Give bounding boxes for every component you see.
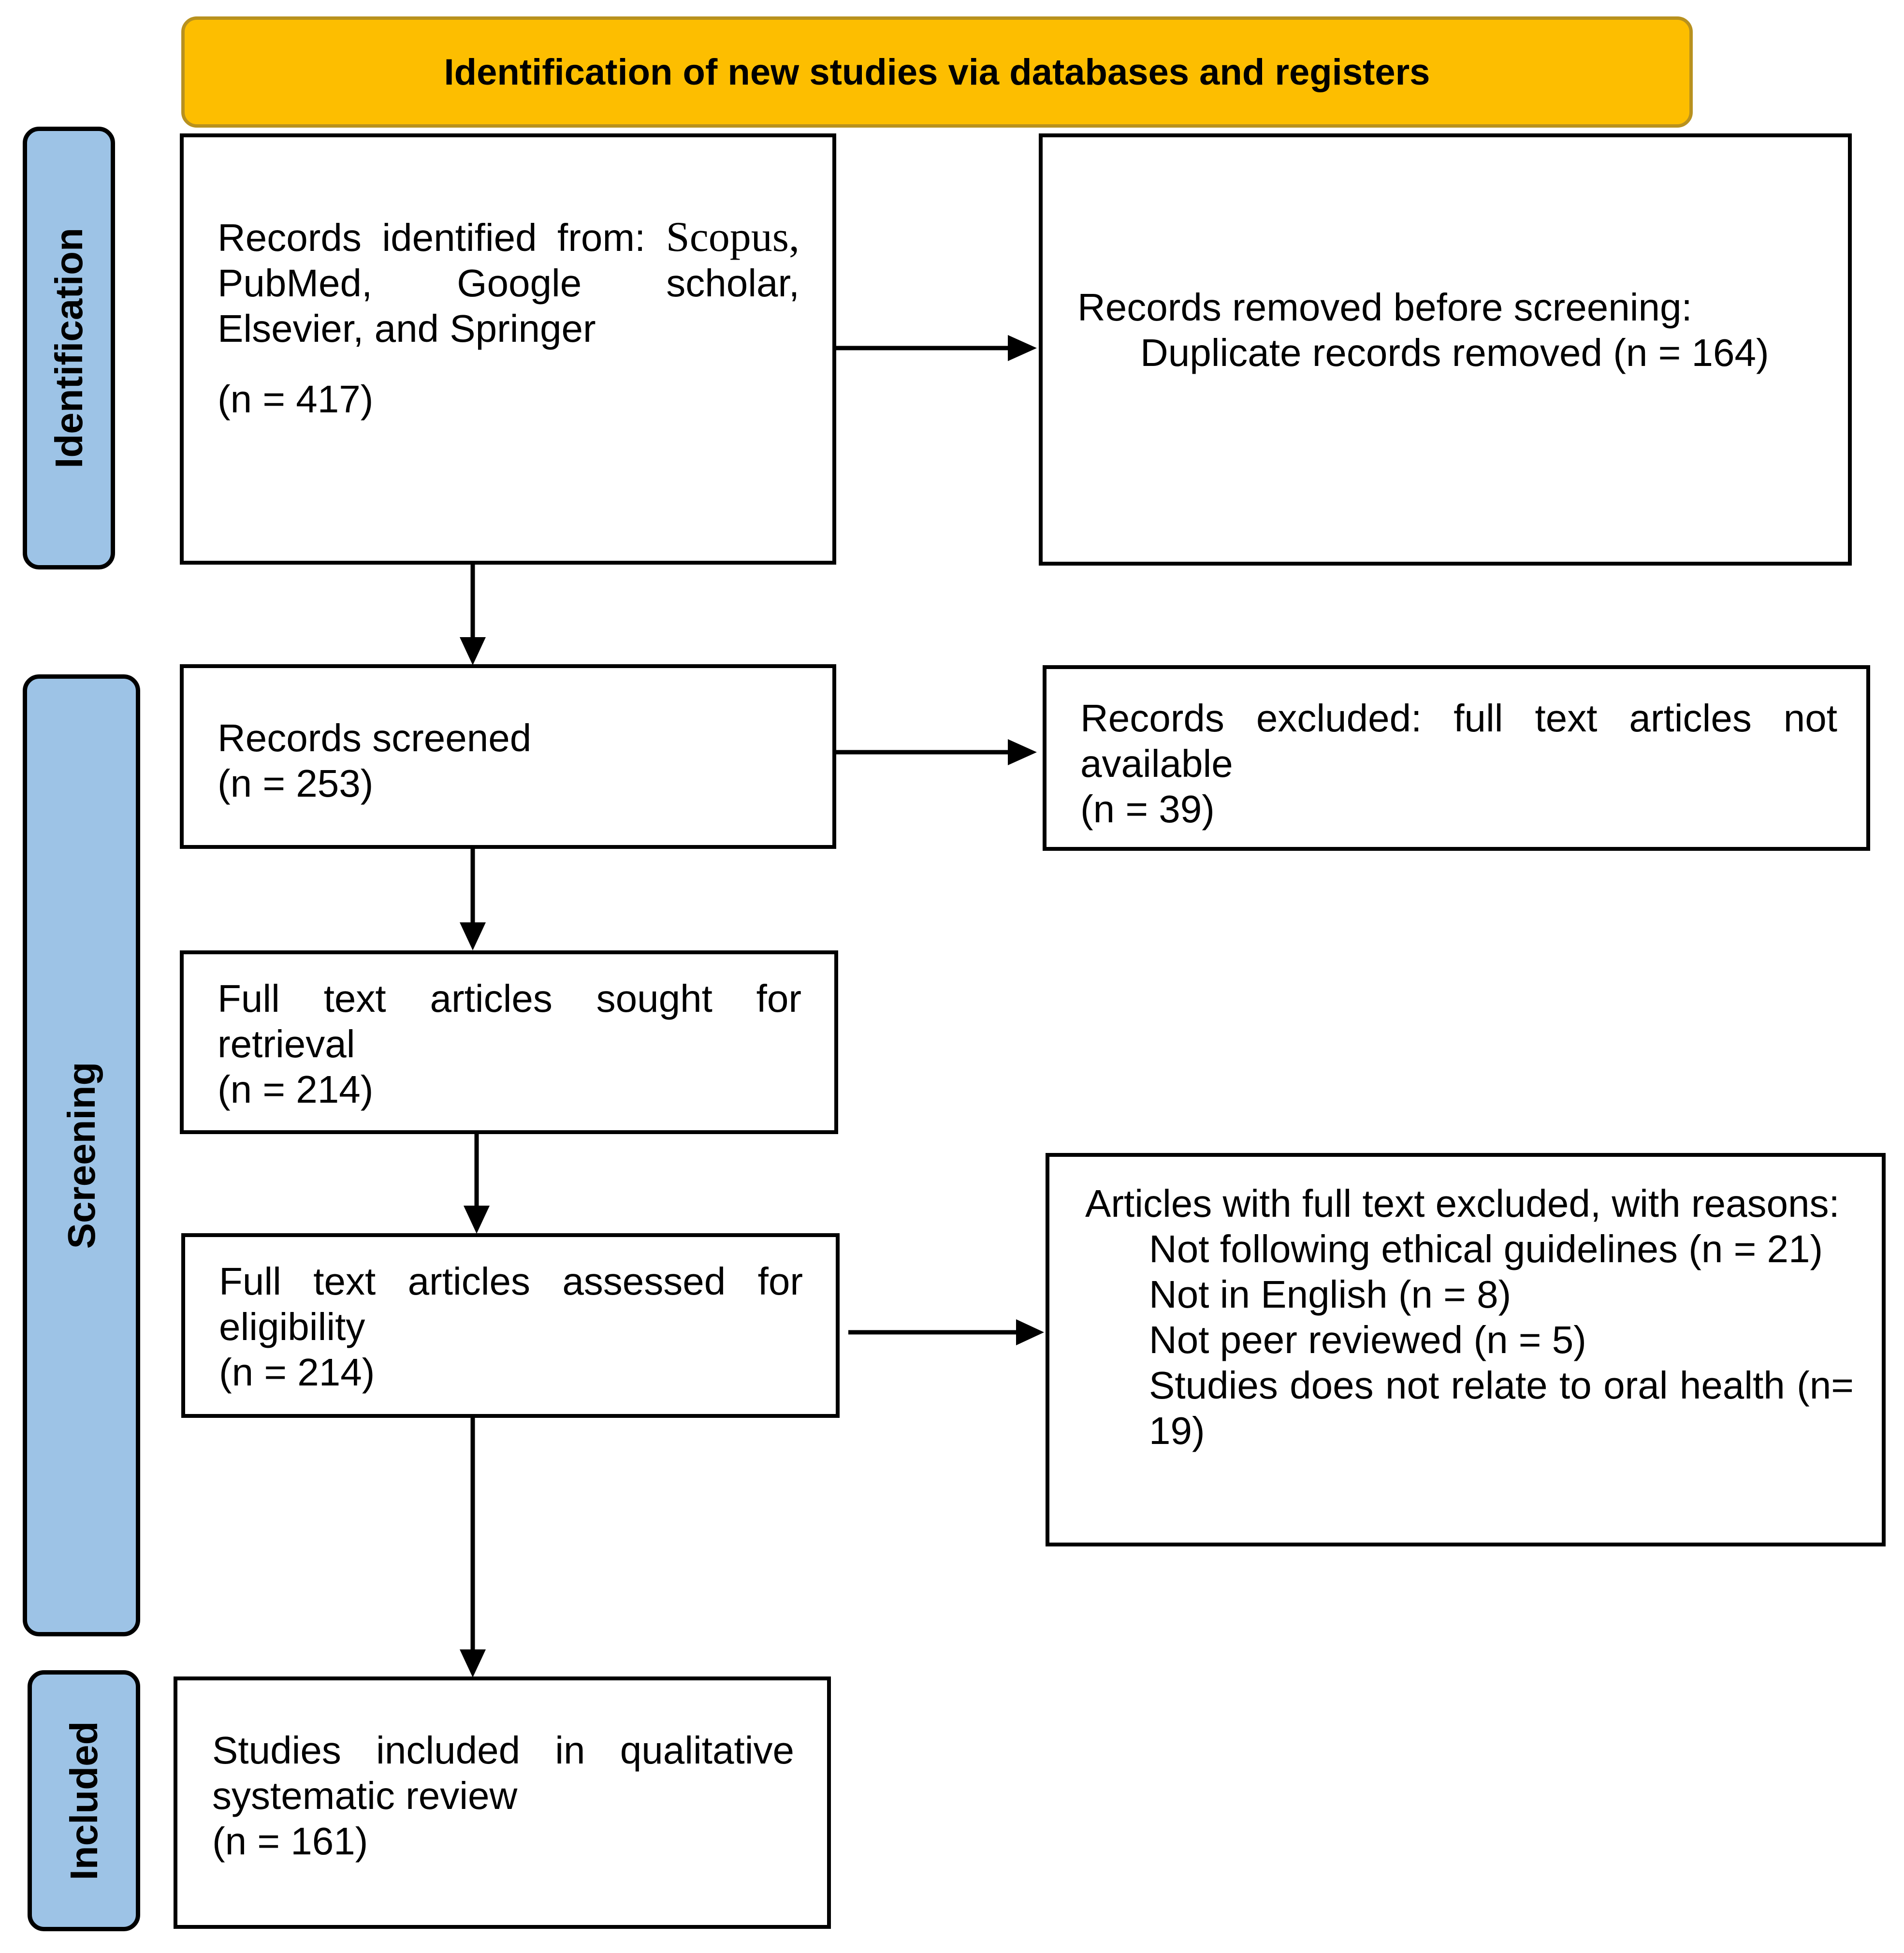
assessed-eligibility-count: (n = 214) [219, 1351, 375, 1394]
phase-included: Included [28, 1670, 140, 1931]
phase-screening: Screening [23, 674, 140, 1636]
studies-included-count: (n = 161) [212, 1820, 368, 1863]
full-text-excluded-box: Articles with full text excluded, with r… [1046, 1153, 1886, 1546]
sought-for-retrieval-label: Full text articles sought for retrieval [218, 977, 801, 1065]
records-screened-box: Records screened (n = 253) [180, 664, 836, 849]
records-removed-box: Records removed before screening: Duplic… [1039, 133, 1852, 566]
phase-identification-label: Identification [47, 228, 90, 468]
exclusion-reason-item: Studies does not relate to oral health (… [1149, 1364, 1854, 1452]
records-excluded-count: (n = 39) [1080, 787, 1215, 831]
studies-included-label: Studies included in qualitative systemat… [212, 1729, 794, 1817]
assessed-eligibility-label: Full text articles assessed for eligibil… [219, 1260, 803, 1348]
records-removed-heading: Records removed before screening: [1077, 286, 1692, 329]
arrowhead-down [460, 637, 486, 665]
header-title: Identification of new studies via databa… [444, 51, 1430, 93]
records-identified-sources: Records identified from: Scopus, PubMed,… [218, 215, 799, 351]
sought-for-retrieval-count: (n = 214) [218, 1068, 374, 1111]
studies-included-box: Studies included in qualitative systemat… [174, 1676, 831, 1929]
arrowhead-down [460, 1649, 486, 1677]
exclusion-reason-item: Not in English (n = 8) [1149, 1273, 1512, 1316]
records-removed-detail: Duplicate records removed (n = 164) [1140, 331, 1769, 374]
records-identified-count: (n = 417) [218, 378, 374, 421]
exclusion-reason-item: Not peer reviewed (n = 5) [1149, 1318, 1586, 1361]
records-identified-first-source: Scopus, [666, 214, 799, 261]
arrowhead-down [460, 922, 486, 950]
full-text-excluded-heading: Articles with full text excluded, with r… [1085, 1182, 1840, 1225]
sought-for-retrieval-box: Full text articles sought for retrieval … [180, 950, 838, 1134]
arrowhead-right [1008, 335, 1037, 361]
phase-identification: Identification [23, 127, 115, 569]
phase-included-label: Included [62, 1721, 105, 1880]
records-identified-box: Records identified from: Scopus, PubMed,… [180, 133, 836, 565]
exclusion-reasons-list: Not following ethical guidelines (n = 21… [1085, 1226, 1854, 1454]
records-screened-count: (n = 253) [218, 762, 374, 805]
arrowhead-right [1016, 1319, 1044, 1345]
records-identified-prefix: Records identified from: [218, 216, 666, 259]
header-banner: Identification of new studies via databa… [181, 16, 1693, 128]
exclusion-reason-item: Not following ethical guidelines (n = 21… [1149, 1227, 1823, 1270]
records-excluded-label: Records excluded: full text articles not… [1080, 697, 1837, 785]
phase-screening-label: Screening [59, 1062, 103, 1249]
arrowhead-down [464, 1206, 490, 1234]
records-screened-label: Records screened [218, 716, 532, 759]
records-excluded-box: Records excluded: full text articles not… [1043, 665, 1870, 851]
records-identified-rest: PubMed, Google scholar, Elsevier, and Sp… [218, 262, 799, 350]
assessed-eligibility-box: Full text articles assessed for eligibil… [181, 1233, 840, 1418]
arrowhead-right [1008, 739, 1037, 765]
